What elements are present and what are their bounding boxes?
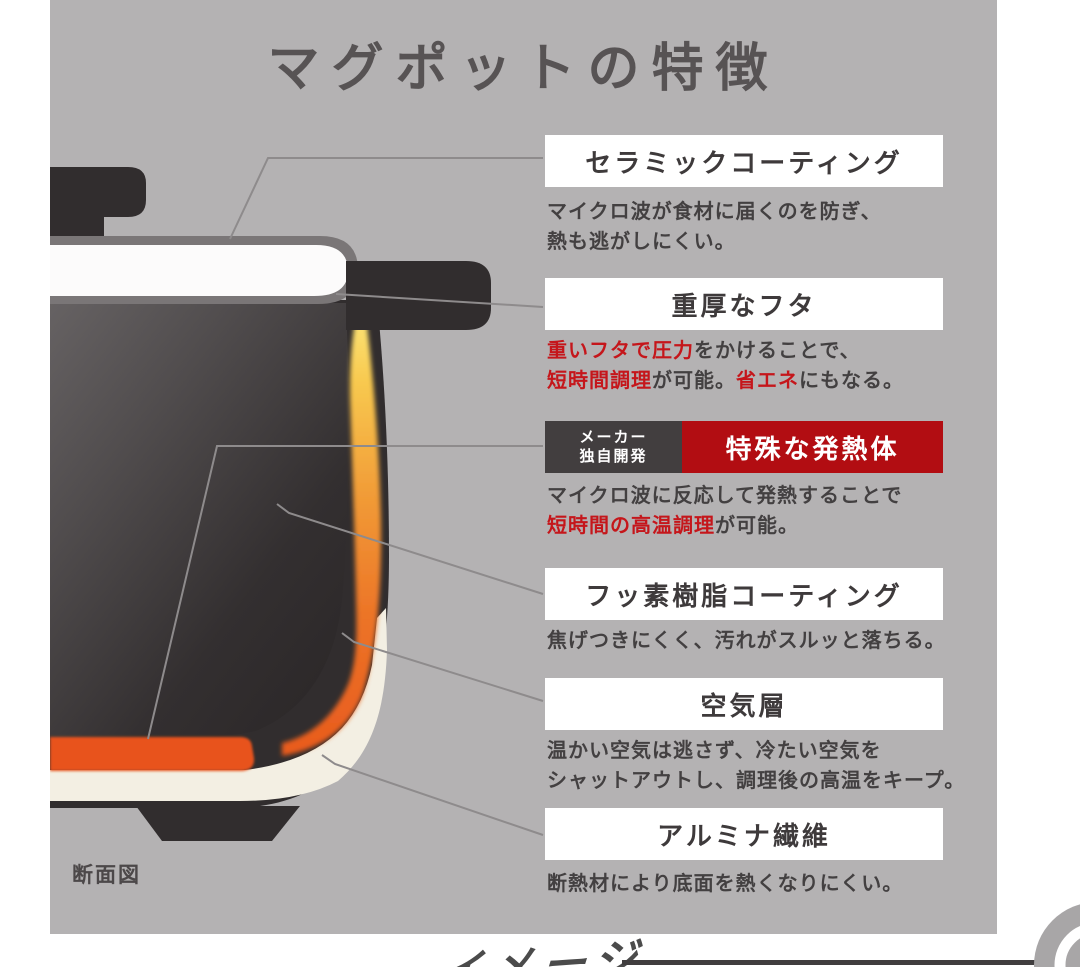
corner-circle-badge [1034, 904, 1080, 967]
feature-desc-ceramic-coating: マイクロ波が食材に届くのを防ぎ、 熱も逃がしにくい。 [547, 197, 977, 257]
callout-line-alumina [321, 754, 544, 836]
desc-line: 温かい空気は逃さず、冷たい空気を [547, 740, 882, 762]
feature-box-air-layer: 空気層 [545, 678, 943, 730]
pot-foot-shape [136, 806, 300, 841]
wall-heat-glow-shape [282, 288, 382, 756]
feature-box-special-heater: 特殊な発熱体 [682, 421, 943, 473]
desc-line: マイクロ波が食材に届くのを防ぎ、 [547, 201, 882, 223]
feature-desc-special-heater: マイクロ波に反応して発熱することで 短時間の高温調理が可能。 [547, 481, 977, 541]
lid-shape [50, 245, 348, 296]
feature-desc-alumina: 断熱材により底面を熱くなりにくい。 [547, 869, 977, 899]
feature-desc-air-layer: 温かい空気は逃さず、冷たい空気を シャットアウトし、調理後の高温をキープ。 [547, 736, 977, 796]
feature-heading: フッ素樹脂コーティング [585, 580, 903, 611]
callout-line-air-layer [341, 632, 544, 702]
badge-ring-icon [1054, 926, 1080, 967]
feature-heading: 重厚なフタ [671, 290, 817, 321]
left-margin [0, 0, 50, 967]
alumina-fiber-layer-shape [50, 608, 387, 801]
desc-line: 重いフタで圧力をかけることで、 [547, 340, 861, 362]
feature-box-alumina: アルミナ繊維 [545, 808, 943, 860]
bottom-heater-bar-shape [50, 737, 255, 771]
maker-original-badge: メーカー 独自開発 [545, 421, 682, 473]
callout-line-heavy-lid [335, 293, 544, 308]
desc-line: シャットアウトし、調理後の高温をキープ。 [547, 770, 966, 792]
feature-heading: アルミナ繊維 [657, 820, 831, 851]
desc-line: 短時間調理が可能。省エネにもなる。 [547, 370, 904, 392]
desc-line: 熱も逃がしにくい。 [547, 231, 736, 253]
feature-desc-fluororesin: 焦げつきにくく、汚れがスルッと落ちる。 [547, 626, 977, 656]
feature-box-ceramic-coating: セラミックコーティング [545, 135, 943, 187]
side-handle-shape [346, 261, 491, 330]
feature-box-fluororesin: フッ素樹脂コーティング [545, 568, 943, 620]
right-margin [997, 0, 1080, 967]
feature-heading: 空気層 [700, 690, 788, 721]
feature-box-heavy-lid: 重厚なフタ [545, 278, 943, 330]
desc-line: 焦げつきにくく、汚れがスルッと落ちる。 [547, 630, 946, 652]
callout-line-special-heater [147, 445, 543, 740]
feature-heading: 特殊な発熱体 [725, 433, 900, 464]
cross-section-label: 断面図 [72, 864, 141, 887]
feature-heading: セラミックコーティング [585, 147, 903, 178]
bottom-divider-line [622, 960, 1080, 965]
desc-line: マイクロ波に反応して発熱することで [547, 485, 903, 507]
desc-line: 短時間の高温調理が可能。 [547, 515, 799, 537]
callout-line-fluororesin [276, 503, 544, 595]
feature-desc-heavy-lid: 重いフタで圧力をかけることで、 短時間調理が可能。省エネにもなる。 [547, 336, 977, 396]
lid-knob-shape [50, 167, 146, 236]
page-title: マグポットの特徴 [267, 40, 780, 98]
desc-line: 断熱材により底面を熱くなりにくい。 [547, 873, 904, 895]
callout-line-ceramic-coating [229, 157, 543, 240]
